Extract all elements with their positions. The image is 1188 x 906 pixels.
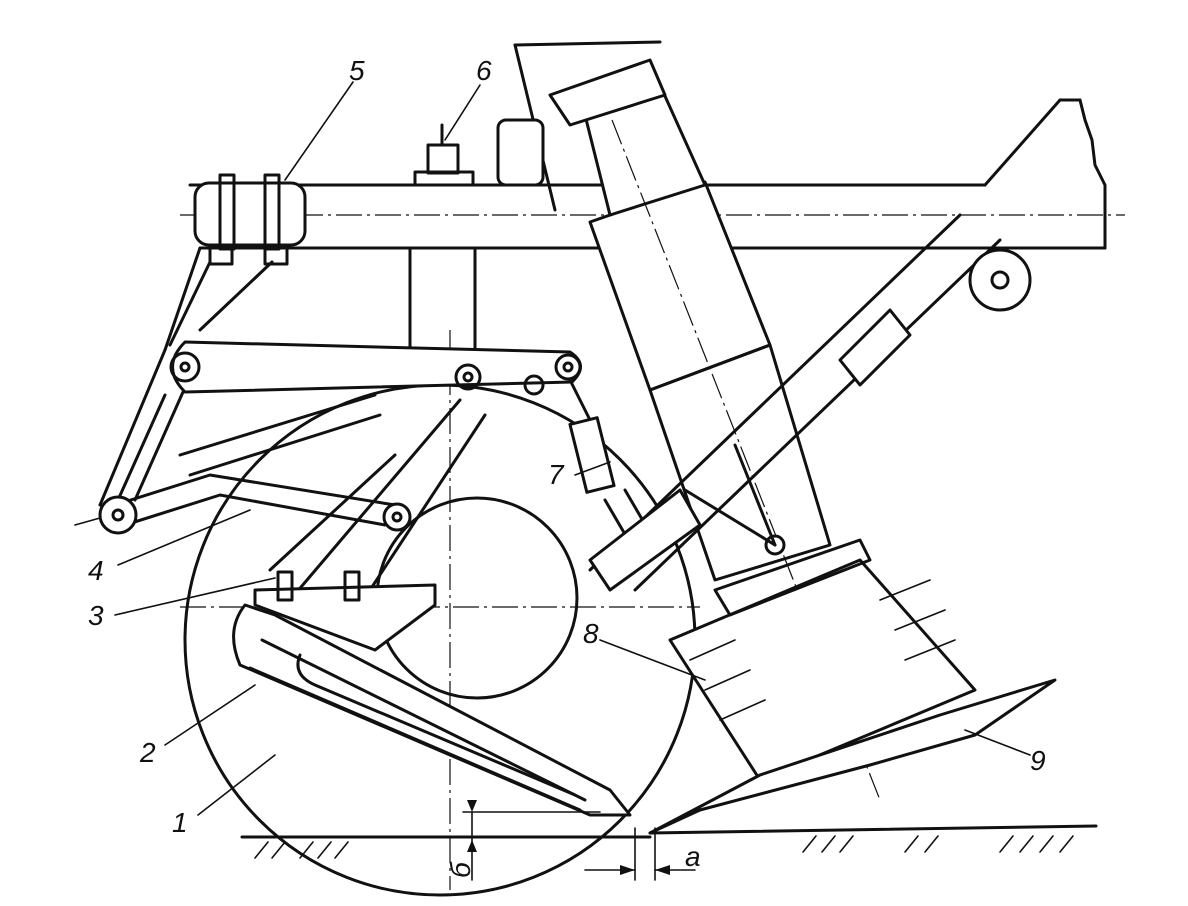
link-arm xyxy=(169,340,582,396)
label-3: 3 xyxy=(88,600,104,631)
ground-line xyxy=(240,824,1098,859)
label-5: 5 xyxy=(349,55,365,86)
dimension-b-label: б xyxy=(445,861,476,878)
tire-wheel xyxy=(668,538,977,782)
vertical-post xyxy=(408,123,477,352)
cutting-disc xyxy=(180,330,700,897)
label-7: 7 xyxy=(548,459,565,490)
label-9: 9 xyxy=(1030,745,1046,776)
support-arms xyxy=(178,393,487,602)
label-8: 8 xyxy=(583,618,599,649)
beam-clamp-box xyxy=(193,173,307,266)
skid-plate xyxy=(648,678,1057,835)
lower-rod xyxy=(74,473,412,535)
blade-holder xyxy=(253,570,437,652)
label-1: 1 xyxy=(172,807,188,838)
label-2: 2 xyxy=(139,737,156,768)
coulter-blade xyxy=(232,603,632,817)
dimension-a-label: a xyxy=(685,841,701,872)
label-4: 4 xyxy=(88,555,104,586)
leader-lines xyxy=(114,81,1031,816)
right-strut xyxy=(588,213,1032,592)
dimension-marks xyxy=(462,800,696,881)
frame-struts xyxy=(98,246,274,507)
label-6: 6 xyxy=(476,55,492,86)
